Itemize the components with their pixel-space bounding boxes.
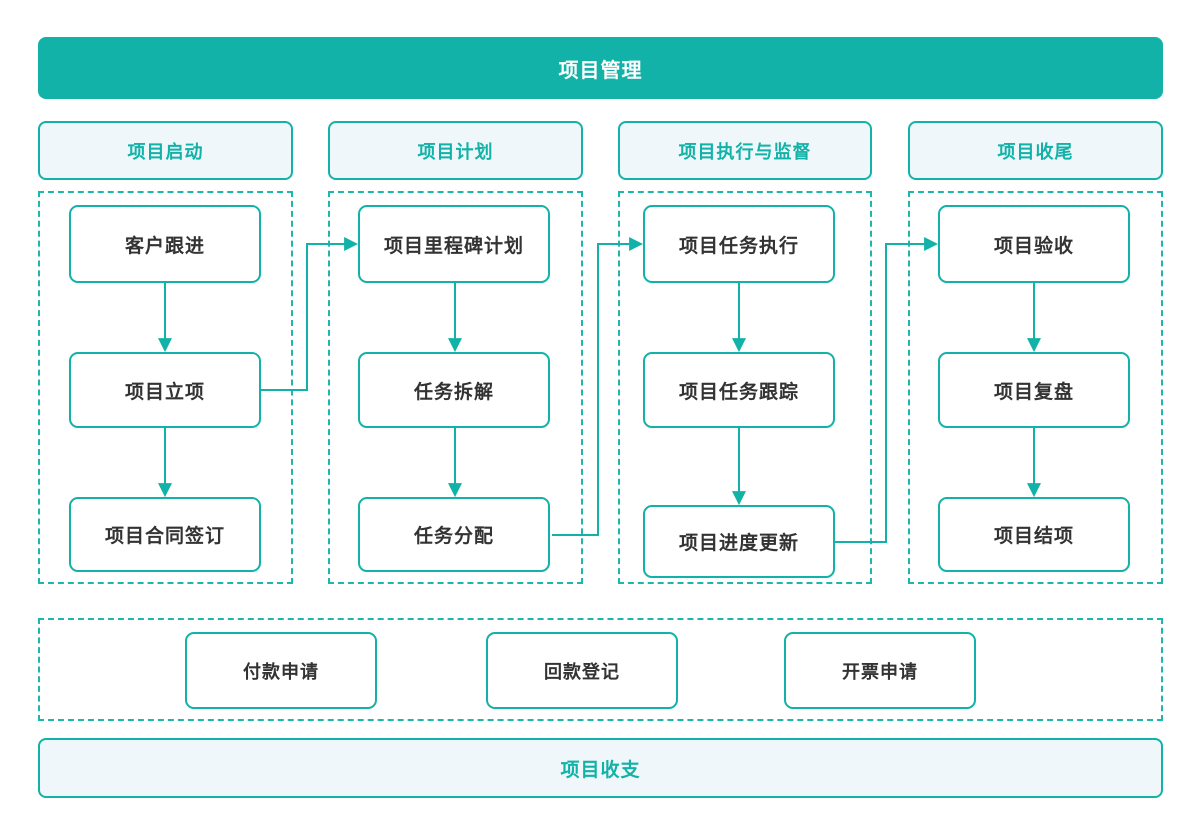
node-payment-request: 付款申请 (185, 632, 377, 709)
node-label: 开票申请 (842, 661, 918, 682)
node-project-review: 项目复盘 (938, 352, 1130, 428)
stage-header-initiation: 项目启动 (38, 121, 293, 180)
finance-container (38, 618, 1163, 721)
node-progress-update: 项目进度更新 (643, 505, 835, 578)
stage-header-label: 项目启动 (127, 141, 204, 162)
node-project-closure: 项目结项 (938, 497, 1130, 572)
node-task-execution: 项目任务执行 (643, 205, 835, 283)
footer-banner-label: 项目收支 (560, 759, 641, 781)
node-label: 项目合同签订 (104, 526, 225, 547)
stage-header-label: 项目收尾 (997, 141, 1074, 162)
node-customer-follow-up: 客户跟进 (69, 205, 261, 283)
stage-header-planning: 项目计划 (328, 121, 583, 180)
node-project-acceptance: 项目验收 (938, 205, 1130, 283)
page-title: 项目管理 (558, 59, 643, 82)
node-label: 项目任务跟踪 (678, 381, 799, 403)
node-invoice-request: 开票申请 (784, 632, 976, 709)
node-task-breakdown: 任务拆解 (358, 352, 550, 428)
node-milestone-plan: 项目里程碑计划 (358, 205, 550, 283)
stage-header-execution-monitoring: 项目执行与监督 (618, 121, 872, 180)
node-project-initiation-approval: 项目立项 (69, 352, 261, 428)
node-label: 项目进度更新 (678, 533, 799, 554)
node-label: 项目任务执行 (678, 235, 799, 257)
stage-header-label: 项目执行与监督 (678, 141, 812, 162)
footer-banner-project-finance: 项目收支 (38, 738, 1163, 798)
node-label: 回款登记 (544, 661, 620, 682)
stage-header-label: 项目计划 (417, 141, 494, 162)
node-label: 项目复盘 (993, 381, 1074, 403)
node-collection-register: 回款登记 (486, 632, 678, 709)
node-label: 项目验收 (993, 235, 1074, 257)
title-banner: 项目管理 (38, 37, 1163, 99)
node-label: 项目里程碑计划 (383, 235, 524, 257)
node-contract-signing: 项目合同签订 (69, 497, 261, 572)
node-label: 项目结项 (993, 526, 1074, 547)
node-task-tracking: 项目任务跟踪 (643, 352, 835, 428)
stage-header-closing: 项目收尾 (908, 121, 1163, 180)
node-label: 客户跟进 (124, 235, 205, 257)
node-label: 项目立项 (124, 381, 205, 403)
node-task-assignment: 任务分配 (358, 497, 550, 572)
node-label: 任务拆解 (413, 381, 494, 403)
node-label: 任务分配 (413, 526, 494, 547)
node-label: 付款申请 (243, 661, 319, 682)
